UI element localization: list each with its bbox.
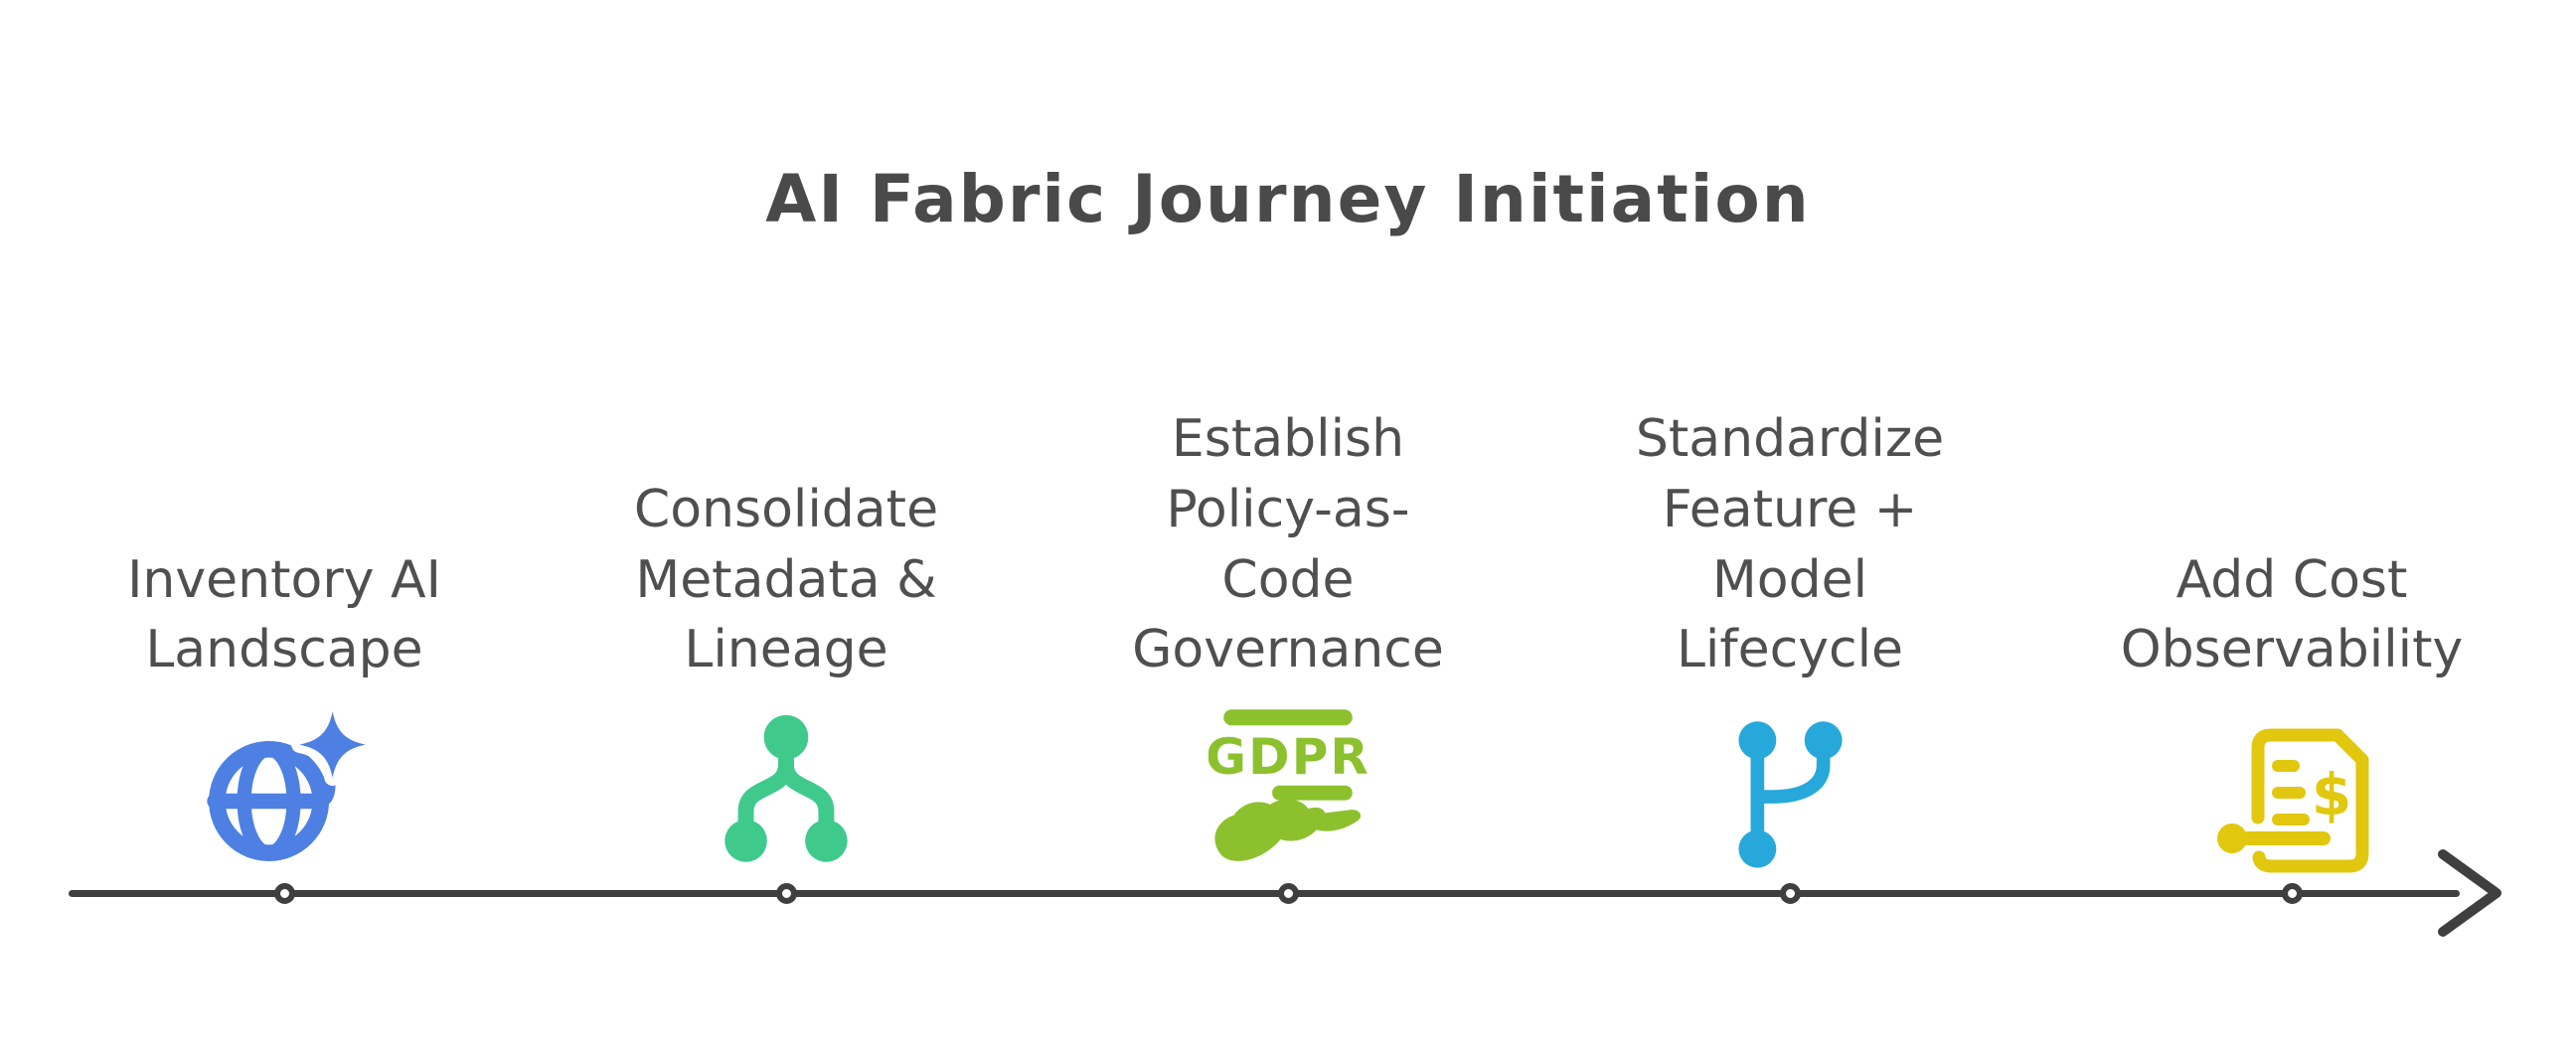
timeline-node-2 xyxy=(776,883,797,904)
cost-receipt-icon: $ xyxy=(2212,699,2371,874)
timeline-axis-line xyxy=(69,890,2460,897)
timeline-node-3 xyxy=(1278,883,1299,904)
milestone-label: Add Cost Observability xyxy=(2120,549,2464,680)
git-branch-icon xyxy=(1730,699,1851,874)
gdpr-badge-label: GDPR xyxy=(1208,728,1368,786)
milestone-feature-model-lifecycle: Standardize Feature + Model Lifecycle xyxy=(1551,397,2028,874)
globe-sparkle-icon xyxy=(196,699,373,874)
milestone-policy-as-code-governance: Establish Policy-as- Code Governance GDP… xyxy=(1049,397,1527,874)
milestone-label: Consolidate Metadata & Lineage xyxy=(633,479,939,680)
timeline-arrowhead-icon xyxy=(2438,849,2501,937)
milestone-consolidate-metadata-lineage: Consolidate Metadata & Lineage xyxy=(548,397,1025,874)
timeline-node-4 xyxy=(1780,883,1801,904)
milestone-add-cost-observability: Add Cost Observability $ xyxy=(2053,397,2530,874)
milestone-label: Standardize Feature + Model Lifecycle xyxy=(1635,409,1945,680)
page-title: AI Fabric Journey Initiation xyxy=(765,161,1811,237)
timeline-node-5 xyxy=(2282,883,2303,904)
milestone-inventory-ai-landscape: Inventory AI Landscape xyxy=(46,397,523,874)
timeline-node-1 xyxy=(274,883,295,904)
gdpr-hand-icon: GDPR xyxy=(1208,699,1368,874)
lineage-tree-icon xyxy=(721,699,853,874)
milestone-label: Inventory AI Landscape xyxy=(127,549,441,680)
dollar-sign-glyph: $ xyxy=(2312,761,2351,828)
milestone-label: Establish Policy-as- Code Governance xyxy=(1132,409,1444,680)
